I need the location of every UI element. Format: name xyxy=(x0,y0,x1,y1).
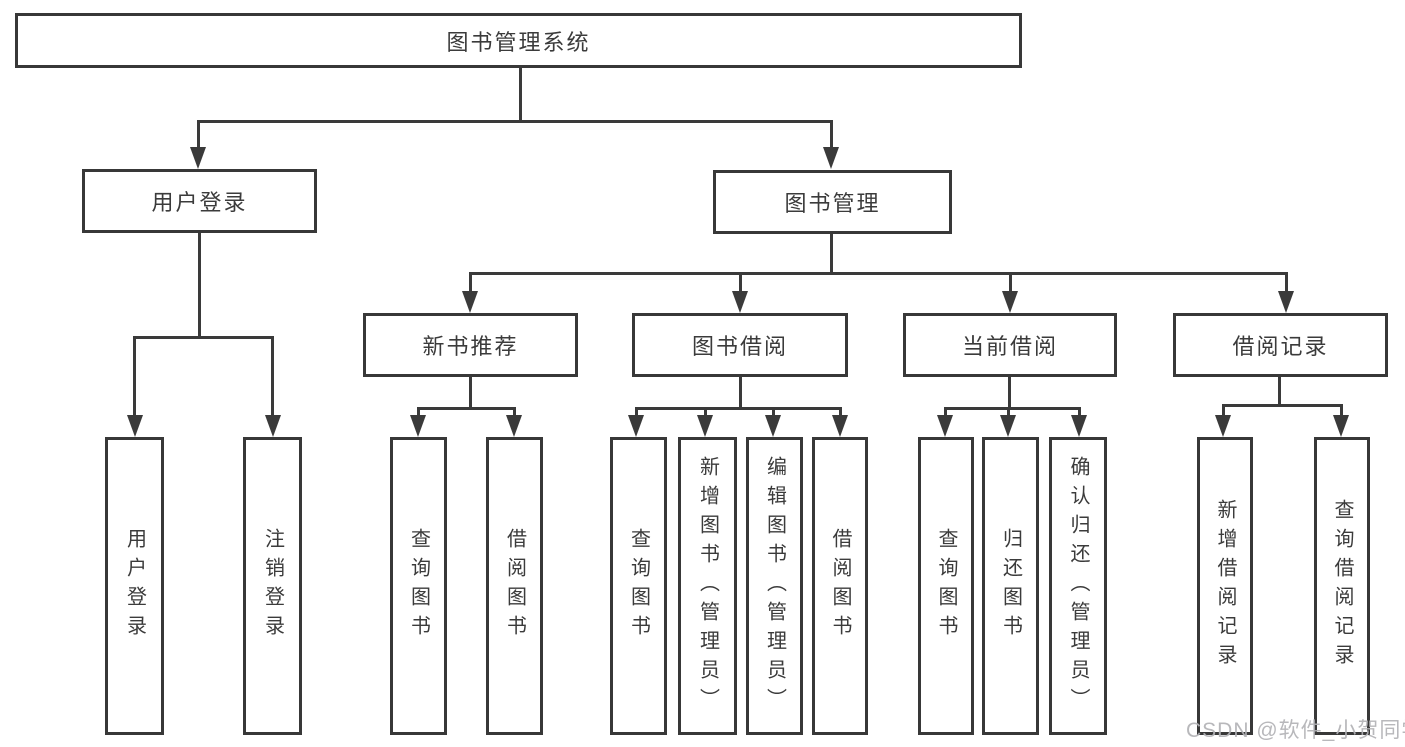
node-label: 图书管理 xyxy=(784,191,881,216)
node-label: 新书推荐 xyxy=(422,334,519,359)
connector-login-stem xyxy=(198,233,201,336)
node-current-borrowing: 当前借阅 xyxy=(903,313,1117,377)
connector-arrow-line xyxy=(133,336,136,416)
node-label: 编辑图书（管理员） xyxy=(763,455,786,717)
connector-arrow-line xyxy=(1009,272,1012,292)
connector-records-hline xyxy=(1222,404,1343,407)
connector-arrow-line xyxy=(1007,407,1010,416)
arrowhead-down-icon xyxy=(410,415,426,437)
node-label: 借阅记录 xyxy=(1232,334,1329,359)
arrowhead-down-icon xyxy=(1215,415,1231,437)
arrowhead-down-icon xyxy=(190,147,206,169)
node-label: 查询图书 xyxy=(935,528,957,644)
leaf-add-borrow-record: 新增借阅记录 xyxy=(1197,437,1253,735)
leaf-query-books-recommend: 查询图书 xyxy=(390,437,447,735)
node-label: 注销登录 xyxy=(261,528,284,644)
node-label: 查询图书 xyxy=(407,528,430,644)
connector-recommend-hline xyxy=(417,407,516,410)
leaf-return-books: 归还图书 xyxy=(982,437,1039,735)
connector-arrow-line xyxy=(739,272,742,292)
arrowhead-down-icon xyxy=(1278,291,1294,313)
leaf-add-books-admin: 新增图书（管理员） xyxy=(678,437,737,735)
connector-root-hline xyxy=(197,120,833,123)
node-label: 新增图书（管理员） xyxy=(696,455,719,717)
node-label: 图书管理系统 xyxy=(446,29,591,55)
arrowhead-down-icon xyxy=(832,415,848,437)
arrowhead-down-icon xyxy=(732,291,748,313)
connector-arrow-line xyxy=(830,120,833,148)
leaf-query-borrow-record: 查询借阅记录 xyxy=(1314,437,1370,735)
node-book-management: 图书管理 xyxy=(713,170,952,234)
node-label: 当前借阅 xyxy=(961,334,1058,359)
leaf-query-books-borrow: 查询图书 xyxy=(610,437,667,735)
node-user-login: 用户登录 xyxy=(82,169,317,233)
connector-arrow-line xyxy=(839,407,842,416)
arrowhead-down-icon xyxy=(265,415,281,437)
leaf-edit-books-admin: 编辑图书（管理员） xyxy=(746,437,803,735)
arrowhead-down-icon xyxy=(1000,415,1016,437)
node-label: 用户登录 xyxy=(123,528,146,644)
arrowhead-down-icon xyxy=(462,291,478,313)
node-label: 查询借阅记录 xyxy=(1331,499,1353,673)
node-label: 归还图书 xyxy=(999,528,1022,644)
connector-borrow-hline xyxy=(635,407,842,410)
leaf-borrow-books-recommend: 借阅图书 xyxy=(486,437,543,735)
node-label: 新增借阅记录 xyxy=(1214,499,1236,673)
leaf-user-login: 用户登录 xyxy=(105,437,164,735)
node-new-book-recommend: 新书推荐 xyxy=(363,313,578,377)
arrowhead-down-icon xyxy=(937,415,953,437)
arrowhead-down-icon xyxy=(823,147,839,169)
connector-arrow-line xyxy=(704,407,707,416)
connector-arrow-line xyxy=(772,407,775,416)
leaf-confirm-return-admin: 确认归还（管理员） xyxy=(1049,437,1107,735)
node-label: 查询图书 xyxy=(627,528,650,644)
connector-arrow-line xyxy=(417,407,420,416)
connector-current-hline xyxy=(944,407,1081,410)
arrowhead-down-icon xyxy=(697,415,713,437)
connector-arrow-line xyxy=(271,336,274,416)
connector-arrow-line xyxy=(1285,272,1288,292)
arrowhead-down-icon xyxy=(127,415,143,437)
connector-arrow-line xyxy=(469,272,472,292)
node-label: 用户登录 xyxy=(151,190,248,215)
node-label: 图书借阅 xyxy=(691,334,788,359)
connector-arrow-line xyxy=(513,407,516,416)
connector-root-stem xyxy=(519,68,522,120)
watermark: CSDN @软件_小贺同学 xyxy=(1186,719,1405,742)
leaf-logout: 注销登录 xyxy=(243,437,302,735)
node-label: 借阅图书 xyxy=(503,528,526,644)
connector-arrow-line xyxy=(197,120,200,148)
connector-login-hline xyxy=(133,336,274,339)
connector-arrow-line xyxy=(635,407,638,416)
connector-current-stem xyxy=(1008,377,1011,407)
node-library-system: 图书管理系统 xyxy=(15,13,1022,68)
connector-bookmgmt-hline xyxy=(469,272,1288,275)
node-label: 借阅图书 xyxy=(829,528,851,644)
connector-arrow-line xyxy=(1222,404,1225,416)
arrowhead-down-icon xyxy=(1071,415,1087,437)
connector-borrow-stem xyxy=(739,377,742,407)
arrowhead-down-icon xyxy=(1333,415,1349,437)
node-label: 确认归还（管理员） xyxy=(1067,455,1089,717)
arrowhead-down-icon xyxy=(765,415,781,437)
arrowhead-down-icon xyxy=(1002,291,1018,313)
connector-arrow-line xyxy=(1078,407,1081,416)
connector-arrow-line xyxy=(1340,404,1343,416)
connector-arrow-line xyxy=(944,407,947,416)
node-borrowing-records: 借阅记录 xyxy=(1173,313,1388,377)
leaf-borrow-books: 借阅图书 xyxy=(812,437,868,735)
arrowhead-down-icon xyxy=(506,415,522,437)
leaf-query-books-current: 查询图书 xyxy=(918,437,974,735)
node-book-borrowing: 图书借阅 xyxy=(632,313,848,377)
arrowhead-down-icon xyxy=(628,415,644,437)
connector-records-stem xyxy=(1278,377,1281,404)
connector-recommend-stem xyxy=(469,377,472,407)
connector-bookmgmt-stem xyxy=(830,234,833,272)
